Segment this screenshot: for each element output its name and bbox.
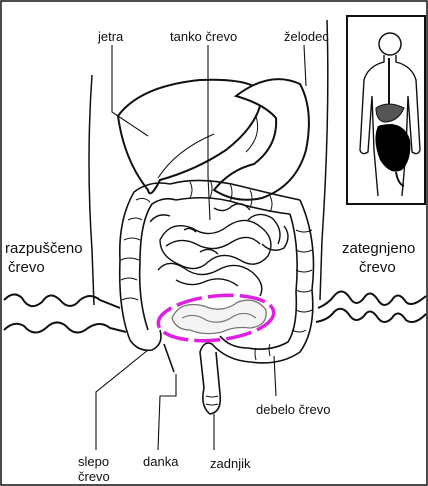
label-debelo-crevo: debelo črevo (256, 402, 330, 417)
label-slepo: slepo (78, 454, 109, 469)
label-zadnjik: zadnjik (210, 456, 250, 471)
contracted-intestine (316, 291, 426, 322)
relaxed-intestine (4, 294, 126, 332)
human-body-silhouette-icon (347, 16, 425, 204)
highlighted-intestine-section (156, 290, 276, 346)
label-jetra: jetra (98, 29, 123, 44)
label-zategnjeno-crevo: črevo (359, 259, 396, 276)
label-danka: danka (143, 454, 178, 469)
body-outline-right (320, 20, 328, 300)
label-tanko-crevo: tanko črevo (170, 29, 237, 44)
label-razpusceno-crevo: črevo (8, 259, 45, 276)
label-zelodec: želodec (284, 29, 329, 44)
label-zategnjeno: zategnjeno (342, 240, 415, 257)
small-intestine (150, 204, 288, 296)
label-razpusceno: razpuščeno (5, 240, 83, 257)
body-outline-left (89, 75, 94, 305)
label-slepo-crevo: črevo (78, 469, 110, 484)
